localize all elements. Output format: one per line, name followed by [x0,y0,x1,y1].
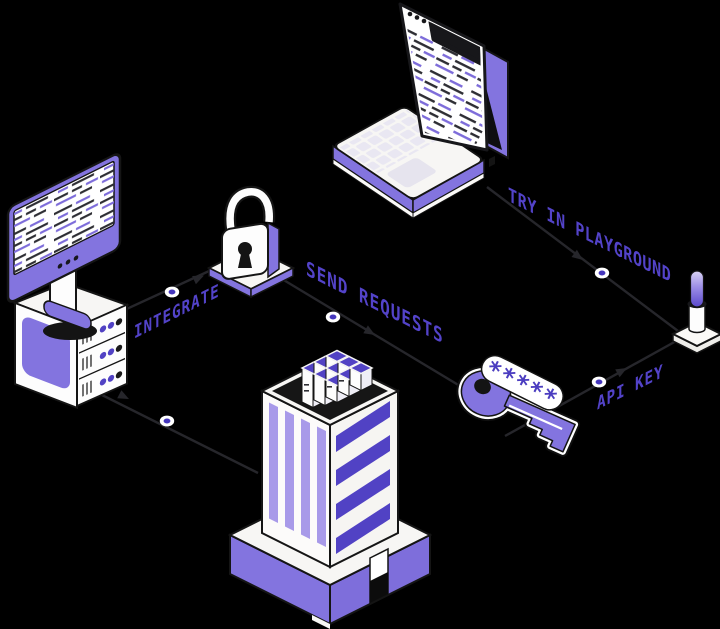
arrow-icon [615,368,627,378]
padlock-icon [206,185,296,299]
line-send-requests [281,277,471,394]
arrow-icon [192,275,204,285]
flow-dots [159,267,610,427]
joystick-icon [670,270,720,354]
facade-stripes [336,401,390,555]
desktop-monitor-icon [6,153,122,340]
office-building-icon [227,349,433,629]
building-tower [259,355,401,569]
line-server-to-building [91,388,259,475]
trackpad [387,158,436,188]
key-icon [456,365,581,457]
node-dot [594,267,610,279]
arrow-icon [571,249,583,260]
joystick-handle [689,270,705,308]
node-dot [164,286,180,298]
key-hole [474,378,491,395]
window-strips [269,402,326,547]
window-control-dots [407,11,427,24]
flow-arrows [117,249,627,399]
node-dot [591,376,607,388]
laptop-port [489,156,495,167]
arrow-icon [363,325,375,335]
line-try-in-playground [486,186,679,332]
rooftop-cubes-icon [300,349,374,409]
laptop-icon [332,2,509,219]
keyhole [238,242,252,256]
server-led-lights [99,318,123,386]
arrow-icon [117,390,129,399]
node-dot [159,415,175,427]
browser-window-icon [398,2,489,152]
node-dot [325,311,341,323]
